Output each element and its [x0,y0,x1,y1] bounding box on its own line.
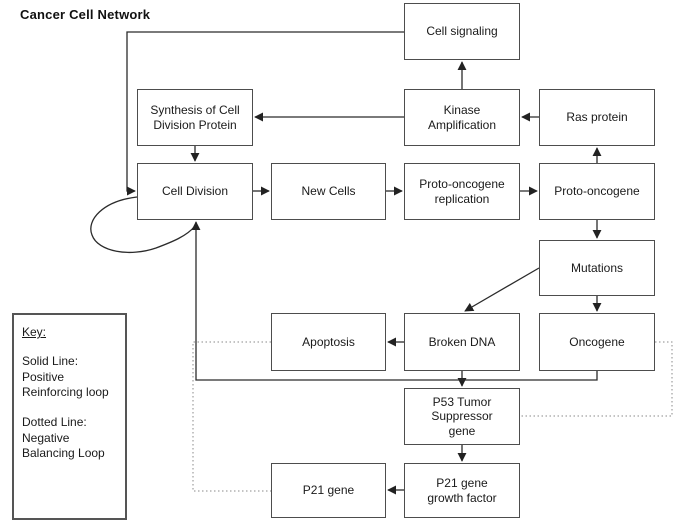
node-p53-label: P53 Tumor Suppressor gene [431,394,493,438]
node-apoptosis-label: Apoptosis [302,334,355,349]
node-kinase-label: Kinase Amplification [427,102,497,132]
edge-dotted-oncogene-p53 [520,341,673,417]
node-ras-protein: Ras protein [539,89,655,146]
node-cell-division-label: Cell Division [161,184,229,199]
node-cell-signaling-label: Cell signaling [426,24,498,39]
node-p21-label: P21 gene [302,483,355,498]
node-p53-tumor-suppressor-gene: P53 Tumor Suppressor gene [404,388,520,445]
node-proto-oncogene-label: Proto-oncogene [554,184,640,199]
node-apoptosis: Apoptosis [271,313,386,371]
node-synthesis-of-cell-division-protein: Synthesis of Cell Division Protein [137,89,253,146]
edge-mutations-to-broken-dna [464,267,540,312]
edge-dotted-apoptosis-p21-gene [192,341,271,492]
node-broken-dna-label: Broken DNA [428,334,496,349]
page-title: Cancer Cell Network [20,7,151,22]
node-kinase-amplification: Kinase Amplification [404,89,520,146]
legend-title: Key: [22,325,47,339]
node-p21-growth-label: P21 gene growth factor [427,475,497,505]
node-cell-division: Cell Division [137,163,253,220]
node-proto-replication-label: Proto-oncogene replication [419,176,505,206]
edge-oncogene-to-cell-division [191,221,598,381]
node-oncogene: Oncogene [539,313,655,371]
node-broken-dna: Broken DNA [404,313,520,371]
edge-cell-division-self-loop [90,196,196,254]
node-p21-gene-growth-factor: P21 gene growth factor [404,463,520,518]
legend-key-box: Key: Solid Line: Positive Reinforcing lo… [12,313,127,520]
node-oncogene-label: Oncogene [569,334,625,349]
node-ras-label: Ras protein [566,110,628,125]
node-new-cells-label: New Cells [301,184,356,199]
node-proto-oncogene-replication: Proto-oncogene replication [404,163,520,220]
node-proto-oncogene: Proto-oncogene [539,163,655,220]
legend-dotted-line-entry: Dotted Line: Negative Balancing Loop [22,415,105,461]
node-p21-gene: P21 gene [271,463,386,518]
node-synthesis-label: Synthesis of Cell Division Protein [150,102,240,132]
node-new-cells: New Cells [271,163,386,220]
node-mutations-label: Mutations [570,260,624,275]
node-mutations: Mutations [539,240,655,296]
edge-cell-signaling-to-cell-division [126,31,404,196]
node-cell-signaling: Cell signaling [404,3,520,60]
legend-solid-line-entry: Solid Line: Positive Reinforcing loop [22,354,109,400]
